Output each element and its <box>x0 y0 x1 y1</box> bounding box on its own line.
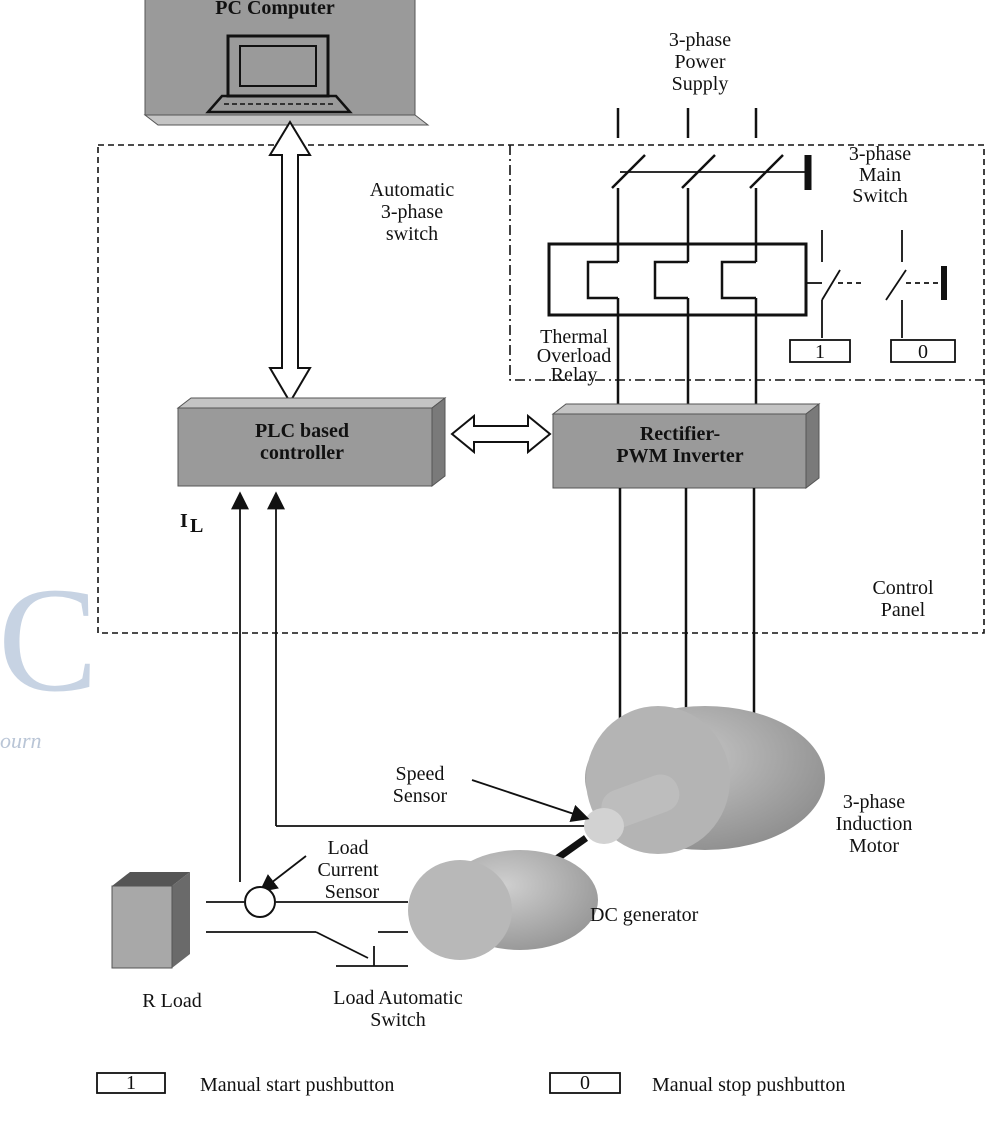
legend-stop-key-box <box>549 1072 621 1094</box>
watermark: C ourn <box>0 557 98 753</box>
switch-contact-icon <box>821 230 947 338</box>
plc-controller-block: PLC based controller <box>176 396 447 488</box>
motor-label: 3-phase Induction Motor <box>836 791 913 857</box>
svg-text:L: L <box>190 515 203 537</box>
svg-text:Panel: Panel <box>881 599 926 621</box>
thermal-overload-relay <box>547 242 822 405</box>
svg-text:Motor: Motor <box>849 835 899 857</box>
control-panel-label: Control Panel <box>872 577 934 621</box>
svg-text:3-phase: 3-phase <box>669 29 731 51</box>
bidirectional-arrow-icon <box>268 120 312 404</box>
load-switch-label: Load Automatic Switch <box>333 987 463 1031</box>
speed-sensor-pointer <box>471 779 590 822</box>
svg-text:3-phase: 3-phase <box>849 143 911 165</box>
legend-start-key: 1 <box>126 1072 136 1094</box>
pc-computer-block: PC Computer <box>143 0 430 126</box>
legend-stop-key: 0 <box>580 1072 590 1094</box>
auto-switch-label: Automatic 3-phase switch <box>370 179 455 245</box>
computer-monitor-icon <box>205 34 353 114</box>
load-sensor-pointer <box>259 855 307 893</box>
legend: 1 Manual start pushbutton 0 Manual stop … <box>96 1072 845 1096</box>
svg-text:I: I <box>180 510 188 532</box>
inverter-block: Rectifier- PWM Inverter <box>551 402 821 490</box>
legend-stop-desc: Manual stop pushbutton <box>652 1074 845 1096</box>
inverter-label-line1: Rectifier- <box>640 423 720 445</box>
svg-text:Thermal: Thermal <box>540 326 608 348</box>
r-load-label: R Load <box>142 990 201 1012</box>
svg-text:Speed: Speed <box>396 763 445 785</box>
watermark-text: ourn <box>0 728 42 753</box>
inverter-label-line2: PWM Inverter <box>616 445 743 467</box>
dc-generator <box>408 850 598 960</box>
dc-generator-label: DC generator <box>590 904 699 926</box>
pc-computer-label: PC Computer <box>215 0 335 19</box>
motor-feed-wires <box>618 488 756 742</box>
svg-text:Main: Main <box>859 164 901 186</box>
svg-text:Overload: Overload <box>537 345 611 367</box>
supply-lines <box>616 108 758 138</box>
start-pushbutton-box: 1 <box>789 339 851 363</box>
svg-text:Power: Power <box>674 51 725 73</box>
svg-text:0: 0 <box>918 341 928 363</box>
svg-text:Switch: Switch <box>370 1009 426 1031</box>
feedback-lines <box>231 491 590 882</box>
svg-text:1: 1 <box>815 341 825 363</box>
svg-text:Load Automatic: Load Automatic <box>333 987 463 1009</box>
main-switch-region <box>509 145 984 381</box>
main-switch-label: 3-phase Main Switch <box>849 143 911 207</box>
stop-pushbutton-box: 0 <box>890 339 956 363</box>
svg-text:Automatic: Automatic <box>370 179 455 201</box>
load-circuit <box>206 886 408 967</box>
r-load-block <box>111 872 190 969</box>
induction-motor <box>584 706 825 854</box>
svg-text:3-phase: 3-phase <box>381 201 443 223</box>
load-current-sensor-label: Load Current Sensor <box>317 837 379 903</box>
svg-text:3-phase: 3-phase <box>843 791 905 813</box>
load-current-symbol: I L <box>180 510 203 537</box>
svg-text:Switch: Switch <box>852 185 908 207</box>
svg-text:Sensor: Sensor <box>393 785 448 807</box>
svg-text:Sensor: Sensor <box>325 881 380 903</box>
plc-label-line1: PLC based <box>255 420 349 442</box>
speed-sensor-label: Speed Sensor <box>393 763 448 807</box>
watermark-letter: C <box>0 557 98 723</box>
plc-label-line2: controller <box>260 442 344 464</box>
control-panel-boundary <box>97 144 985 634</box>
thermal-relay-label: Thermal Overload Relay <box>537 326 611 386</box>
svg-text:Control: Control <box>872 577 934 599</box>
bidirectional-arrow-icon <box>450 413 552 455</box>
main-switch <box>611 154 812 262</box>
svg-text:Load: Load <box>327 837 368 859</box>
legend-start-key-box <box>96 1072 166 1094</box>
svg-text:Supply: Supply <box>672 73 729 95</box>
power-supply-label: 3-phase Power Supply <box>669 29 731 95</box>
svg-text:switch: switch <box>386 223 438 245</box>
legend-start-desc: Manual start pushbutton <box>200 1074 394 1096</box>
svg-text:Relay: Relay <box>551 364 598 386</box>
svg-text:Induction: Induction <box>836 813 913 835</box>
svg-text:Current: Current <box>317 859 379 881</box>
